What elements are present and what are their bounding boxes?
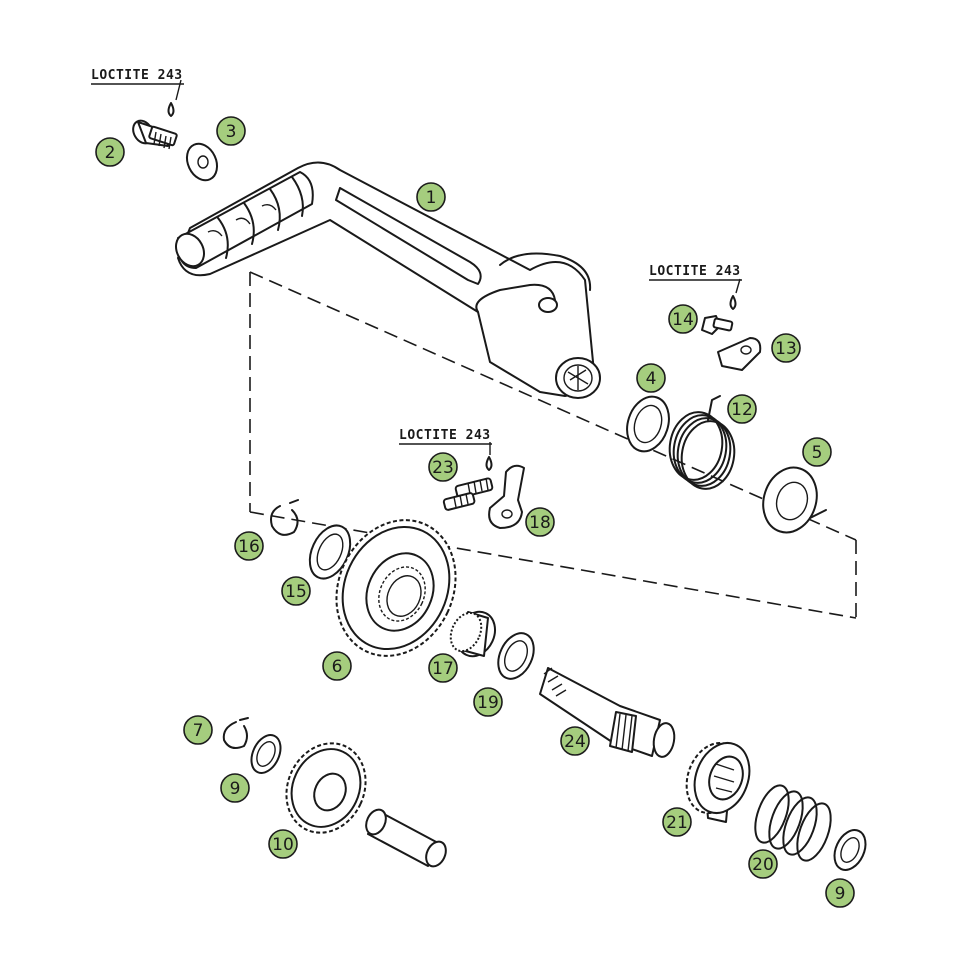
callout-number: 6 — [332, 657, 343, 677]
callout-13: 13 — [771, 333, 801, 363]
bushing — [365, 808, 447, 868]
ratchet-gear-21 — [685, 742, 751, 823]
guide-line-lower — [249, 511, 857, 619]
loctite-label-c: LOCTITE 243 — [399, 428, 491, 443]
callout-number: 3 — [226, 122, 237, 142]
loctite-drop-a — [167, 102, 175, 117]
callout-number: 16 — [238, 537, 260, 557]
callout-number: 9 — [230, 779, 241, 799]
callout-2: 2 — [95, 137, 125, 167]
callout-18: 18 — [525, 507, 555, 537]
callout-number: 17 — [432, 659, 454, 679]
callout-number: 1 — [426, 188, 437, 208]
washer-19 — [497, 632, 535, 680]
callout-19: 19 — [473, 687, 503, 717]
loctite-label-a: LOCTITE 243 — [91, 68, 183, 83]
callout-number: 18 — [529, 513, 551, 533]
gear-10 — [285, 742, 367, 834]
kickstart-lever — [175, 161, 601, 399]
callout-number: 19 — [477, 693, 499, 713]
callout-3: 3 — [216, 116, 246, 146]
kickstarter-shaft-24 — [539, 667, 676, 758]
callout-24: 24 — [560, 726, 590, 756]
callout-number: 13 — [775, 339, 797, 359]
loctite-drop-b — [729, 295, 737, 310]
circlip-7 — [222, 717, 249, 749]
bracket-13 — [717, 337, 762, 371]
callout-number: 12 — [731, 400, 753, 420]
callout-number: 9 — [835, 884, 846, 904]
washer-3 — [185, 142, 219, 182]
callout-23: 23 — [428, 452, 458, 482]
callout-17: 17 — [428, 653, 458, 683]
guide-line-diagonal — [249, 271, 857, 541]
callout-5: 5 — [802, 437, 832, 467]
callout-21: 21 — [662, 807, 692, 837]
callout-1: 1 — [416, 182, 446, 212]
screws-23 — [442, 477, 494, 511]
callout-15: 15 — [281, 576, 311, 606]
washer-9-left — [250, 734, 282, 774]
callout-16: 16 — [234, 531, 264, 561]
callout-7: 7 — [183, 715, 213, 745]
pawl-18 — [488, 464, 525, 529]
callout-number: 21 — [666, 813, 688, 833]
callout-6: 6 — [322, 651, 352, 681]
loctite-drop-c — [485, 456, 493, 471]
loctite-label-group: LOCTITE 243 LOCTITE 243 LOCTITE 243 — [91, 68, 742, 445]
callout-number: 4 — [646, 369, 657, 389]
callout-number: 10 — [272, 835, 294, 855]
callout-9: 9 — [220, 773, 250, 803]
callout-number: 7 — [193, 721, 204, 741]
callout-number: 5 — [812, 443, 823, 463]
washer-9-right — [833, 829, 867, 871]
callout-9: 9 — [825, 878, 855, 908]
loctite-label-b: LOCTITE 243 — [649, 264, 741, 279]
bolt-14 — [701, 315, 734, 335]
callout-4: 4 — [636, 363, 666, 393]
callout-number: 15 — [285, 582, 307, 602]
washer-4 — [626, 395, 670, 453]
circlip-16 — [270, 499, 299, 536]
needle-bearing-17 — [449, 610, 496, 658]
callout-number: 2 — [105, 143, 116, 163]
countersunk-screw — [132, 119, 178, 150]
assembly-guide-lines — [249, 271, 857, 619]
callout-number: 20 — [752, 855, 774, 875]
compression-spring-20 — [754, 784, 832, 862]
callout-number: 14 — [672, 310, 694, 330]
callout-12: 12 — [727, 394, 757, 424]
gear-6 — [335, 519, 457, 657]
torsion-spring-12 — [668, 395, 736, 490]
callout-number: 24 — [564, 732, 586, 752]
callout-14: 14 — [668, 304, 698, 334]
stop-plate-5 — [762, 466, 827, 534]
callout-20: 20 — [748, 849, 778, 879]
callout-10: 10 — [268, 829, 298, 859]
callout-number: 23 — [432, 458, 454, 478]
